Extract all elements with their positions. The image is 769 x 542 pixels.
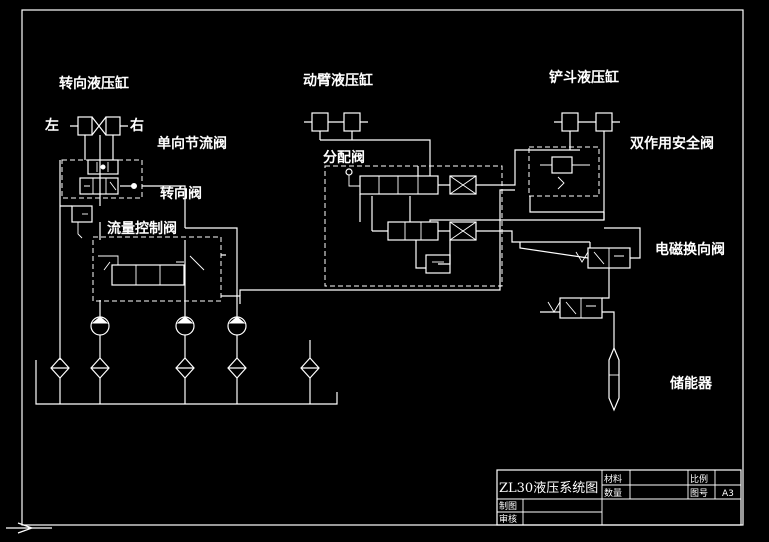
steering-cylinder-symbol: [70, 116, 128, 160]
label-steering-cylinder: 转向液压缸: [59, 75, 129, 92]
flow-control-valve-symbol: [98, 255, 205, 286]
solenoid-lines: [519, 227, 641, 348]
distribution-hydraulic-lines: [239, 149, 590, 296]
label-distribution-valve: 分配阀: [323, 149, 365, 166]
solenoid-valve-lower: [547, 297, 603, 319]
one-way-throttle-symbol: [87, 159, 119, 175]
relief-valve-small: [71, 205, 93, 239]
distribution-valve-lower: [372, 221, 492, 274]
pump-b: B: [175, 316, 195, 336]
label-solenoid-directional-valve: 电磁换向阀: [655, 241, 725, 258]
title-block-material: 材料: [604, 473, 622, 485]
double-acting-safety-valve-symbol: [540, 156, 590, 190]
filter-row: [35, 335, 338, 405]
steering-valve-box: [61, 159, 143, 199]
label-flow-control-valve: 流量控制阀: [107, 220, 177, 237]
distribution-valve-box: [324, 165, 503, 287]
title-block-drawing-no: 图号: [690, 488, 708, 499]
label-one-way-throttle: 单向节流阀: [157, 135, 227, 152]
pump-c: C: [90, 316, 110, 336]
label-left: 左: [44, 117, 59, 134]
title-block-sheet-size: A3: [722, 489, 734, 499]
boom-cylinder-symbol: [304, 112, 431, 166]
label-double-acting-safety-valve: 双作用安全阀: [630, 135, 714, 152]
label-steering-valve: 转向阀: [160, 185, 202, 202]
title-block: ZL30液压系统图 材料 数量 比例 图号 A3 制图 审核: [496, 469, 742, 526]
bucket-cylinder-symbol: [554, 112, 620, 220]
label-right: 右: [129, 117, 144, 134]
safety-lines: [429, 196, 605, 222]
title-block-scale: 比例: [690, 473, 708, 485]
pump-a: A: [227, 316, 247, 336]
arrow-marker: [6, 522, 52, 534]
accumulator-symbol: [608, 346, 620, 412]
title-block-title: ZL30液压系统图: [499, 481, 598, 496]
pump-c-label: C: [97, 323, 103, 332]
steering-valve-symbol: [79, 177, 137, 195]
pump-b-label: B: [182, 323, 188, 332]
title-block-checked: 审核: [499, 513, 517, 525]
drawing-frame: [21, 9, 744, 526]
label-accumulator: 储能器: [669, 375, 713, 392]
safety-valve-box: [528, 146, 600, 197]
label-bucket-cylinder: 铲斗液压缸: [549, 69, 619, 86]
flow-control-valve-box: [92, 236, 222, 302]
pump-a-label: A: [234, 323, 241, 332]
title-block-quantity: 数量: [604, 487, 622, 499]
label-boom-cylinder: 动臂液压缸: [303, 72, 373, 89]
distribution-valve-upper: [345, 168, 492, 195]
title-block-drawn: 制图: [499, 500, 517, 512]
steering-hydraulic-lines: [59, 135, 238, 360]
